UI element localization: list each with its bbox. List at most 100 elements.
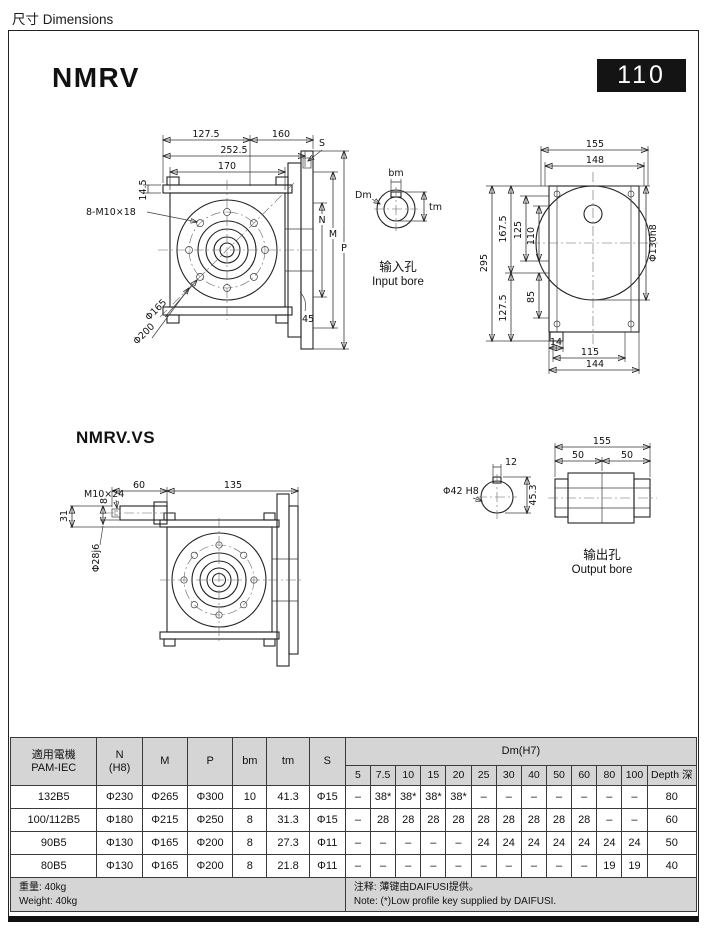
cell-dm: 28: [395, 808, 422, 832]
table-row-132b5: 132B5 Φ230 Φ265 Φ300 10 41.3 Φ15 – 38* 3…: [9, 785, 698, 809]
cell-n: Φ180: [96, 808, 143, 832]
nmrv-front-view: 127.5 160 252.5 170 14.5 S N M P 8-M10×1…: [86, 129, 350, 349]
cell-n: Φ130: [96, 831, 143, 855]
cell-tm: 31.3: [266, 808, 310, 832]
cell-depth: 50: [646, 831, 698, 855]
dim-vs-thread: M10×24: [84, 489, 124, 500]
dim-rear-115: 115: [581, 347, 599, 358]
col-header-n-line2: (H8): [108, 761, 131, 774]
cell-dm: 28: [571, 808, 598, 832]
dim-nmrv-top-right: 160: [272, 129, 290, 140]
nmrv-vs-view: 60 135 M10×24 31 8 Φ28j6: [59, 480, 302, 667]
input-bore-caption-cn: 输入孔: [379, 260, 417, 274]
dimension-table: 適用電機 PAM-IEC N (H8) M P bm tm S Dm(H7) 5…: [9, 737, 698, 912]
dim-out-50-left: 50: [572, 450, 584, 461]
cell-dm: –: [344, 808, 372, 832]
dim-nmrv-dia-165: Φ165: [143, 297, 169, 323]
cell-dm: –: [571, 785, 598, 809]
col-header-size-20: 20: [445, 765, 472, 786]
col-header-size-10: 10: [395, 765, 422, 786]
input-bore-caption: 输入孔 Input bore: [352, 259, 444, 290]
cell-dm: 38*: [445, 785, 472, 809]
cell-dm: –: [395, 854, 422, 878]
dim-nmrv-bolt-note: 8-M10×18: [86, 207, 136, 218]
dim-vs-dia-28j6: Φ28j6: [91, 544, 102, 572]
cell-dm: –: [520, 785, 547, 809]
dim-nmrv-overall: 252.5: [220, 145, 247, 156]
col-header-size-7-5: 7.5: [369, 765, 397, 786]
dim-nmrv-plate: 14.5: [138, 179, 149, 200]
cell-depth: 60: [646, 808, 698, 832]
col-header-motor-en: PAM-IEC: [31, 761, 77, 774]
dim-out-12: 12: [505, 457, 517, 468]
cell-model: 100/112B5: [9, 808, 98, 832]
cell-dm: 28: [445, 808, 472, 832]
table-row-100-112b5: 100/112B5 Φ180 Φ215 Φ250 8 31.3 Φ15 – 28…: [9, 808, 698, 832]
cell-dm: 19: [596, 854, 623, 878]
cell-dm: –: [445, 831, 472, 855]
output-bore-caption-cn: 输出孔: [583, 548, 621, 562]
dim-rear-167-5: 167.5: [498, 215, 509, 242]
dim-input-dm: Dm: [355, 190, 372, 201]
cell-dm: –: [596, 785, 623, 809]
cell-dm: 24: [596, 831, 623, 855]
col-header-m: M: [141, 737, 188, 786]
dim-rear-148: 148: [586, 155, 604, 166]
key-note-cn: 注释: 薄键由DAIFUSI提供。: [353, 882, 479, 893]
cell-tm: 41.3: [266, 785, 310, 809]
cell-dm: 28: [495, 808, 522, 832]
cell-dm: –: [470, 785, 497, 809]
section-title-nmrv: NMRV: [52, 62, 140, 93]
col-header-size-30: 30: [495, 765, 522, 786]
dim-nmrv-slot-s: S: [319, 138, 325, 149]
input-bore-view: bm tm Dm: [355, 168, 442, 231]
cell-dm: 19: [621, 854, 648, 878]
output-bore-caption: 输出孔 Output bore: [552, 547, 652, 578]
cell-model: 90B5: [9, 831, 98, 855]
cell-s: Φ15: [308, 785, 346, 809]
cell-dm: 38*: [420, 785, 447, 809]
dim-rear-144: 144: [586, 359, 604, 370]
cell-dm: 24: [470, 831, 497, 855]
dim-nmrv-body-width: 170: [218, 161, 236, 172]
cell-m: Φ165: [141, 831, 188, 855]
cell-p: Φ250: [186, 808, 234, 832]
dim-nmrv-dia-200: Φ200: [131, 321, 157, 347]
cell-dm: 24: [495, 831, 522, 855]
cell-dm: –: [369, 854, 397, 878]
col-header-size-80: 80: [596, 765, 623, 786]
cell-s: Φ11: [308, 854, 346, 878]
cell-dm: 24: [571, 831, 598, 855]
cell-bm: 8: [232, 831, 268, 855]
page-title: 尺寸 Dimensions: [12, 12, 114, 27]
dim-out-dia-42h8: Φ42 H8: [443, 486, 479, 497]
dim-nmrv-p: P: [341, 243, 347, 254]
cell-tm: 21.8: [266, 854, 310, 878]
weight-note: 重量: 40kg Weight: 40kg: [10, 877, 346, 912]
cell-dm: –: [369, 831, 397, 855]
cell-dm: –: [420, 854, 447, 878]
cell-dm: –: [495, 854, 522, 878]
col-header-size-40: 40: [520, 765, 547, 786]
col-header-p: P: [186, 737, 234, 786]
cell-dm: –: [344, 831, 372, 855]
cell-dm: 28: [520, 808, 547, 832]
cell-dm: 24: [545, 831, 573, 855]
cell-model: 80B5: [9, 854, 98, 878]
cell-m: Φ265: [141, 785, 188, 809]
dim-vs-31: 31: [59, 510, 70, 522]
cell-bm: 8: [232, 808, 268, 832]
cell-dm: 28: [470, 808, 497, 832]
col-header-size-50: 50: [545, 765, 573, 786]
cell-model: 132B5: [9, 785, 98, 809]
col-header-motor-cn: 適用電機: [31, 748, 76, 761]
col-header-motor: 適用電機 PAM-IEC: [9, 737, 98, 786]
technical-drawings: 127.5 160 252.5 170 14.5 S N M P 8-M10×1…: [59, 129, 659, 667]
cell-dm: –: [495, 785, 522, 809]
cell-p: Φ300: [186, 785, 234, 809]
section-title-nmrv-vs: NMRV.VS: [76, 428, 156, 447]
cell-depth: 40: [646, 854, 698, 878]
cell-dm: –: [395, 831, 422, 855]
col-header-dm-group: Dm(H7): [344, 737, 698, 766]
dim-nmrv-m: M: [329, 229, 337, 240]
